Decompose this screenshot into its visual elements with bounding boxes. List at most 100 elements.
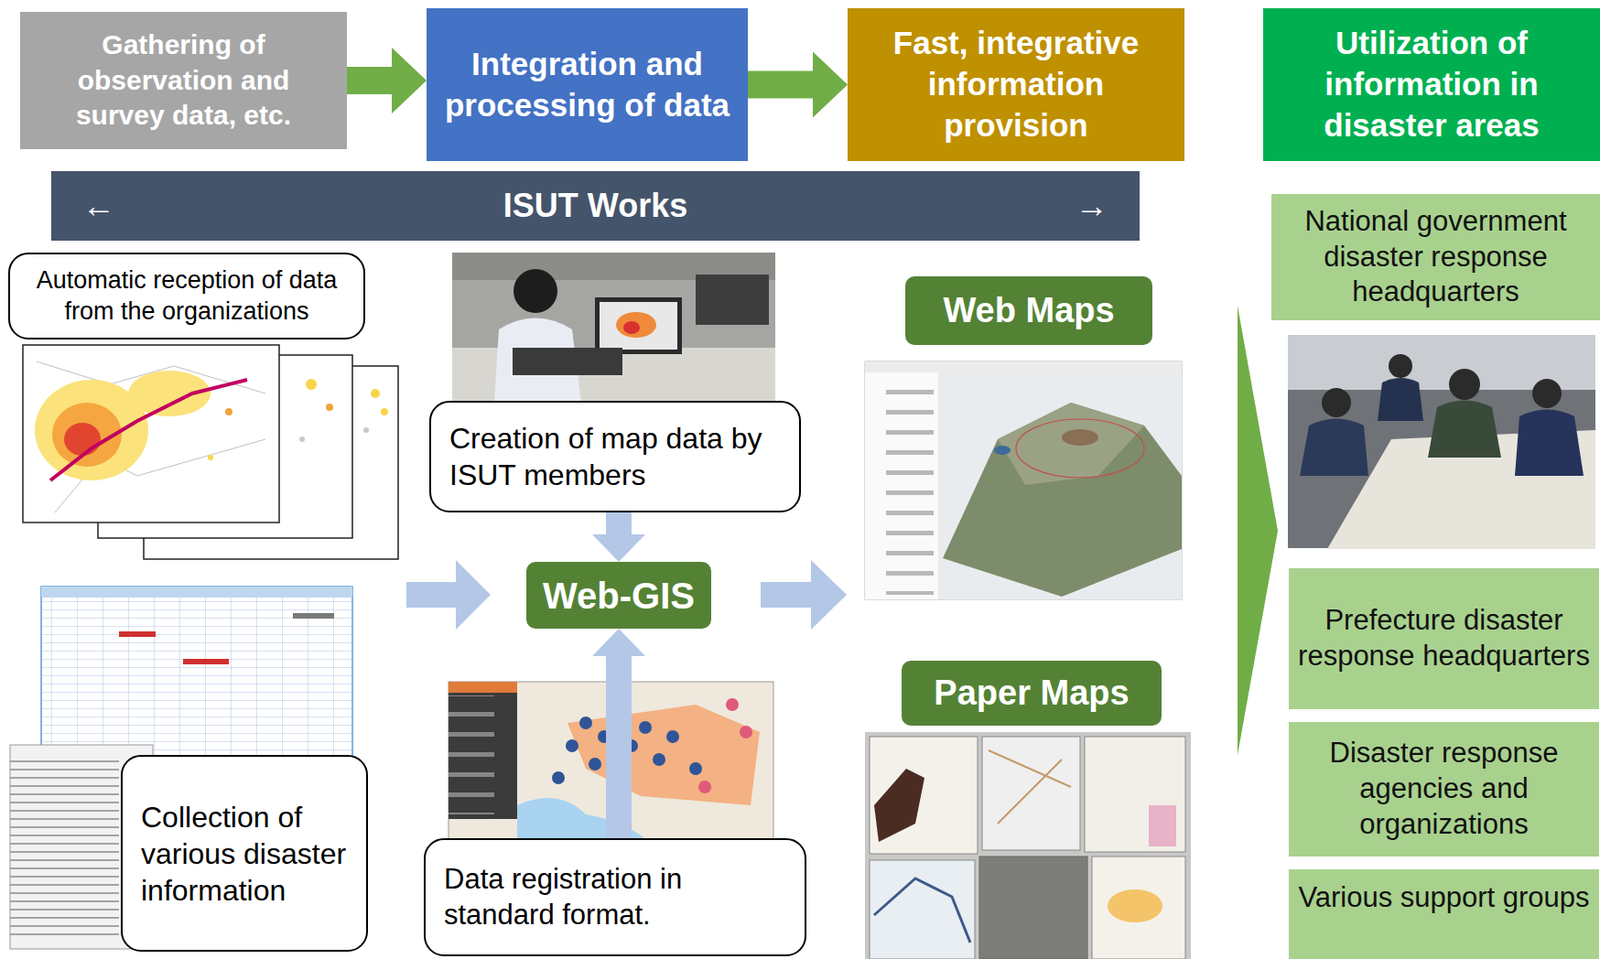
person-body: [1377, 378, 1424, 422]
workflow-band: ← ISUT Works →: [51, 171, 1140, 241]
paper-map: [869, 860, 975, 959]
node-text: Web Maps: [914, 290, 1144, 333]
person-head: [513, 269, 558, 314]
person-body: [1427, 400, 1502, 459]
stage-box: Utilization of information in disaster a…: [1263, 8, 1600, 162]
user-box: Disaster response agencies and organizat…: [1288, 722, 1600, 857]
map-fault-line: [50, 379, 248, 481]
flow-arrow: [592, 512, 646, 563]
person-head: [1388, 354, 1413, 379]
user-box: Various support groups: [1288, 869, 1600, 959]
map-legend-patch: [1148, 805, 1177, 847]
flow-arrow: [747, 52, 848, 119]
output-tag: Paper Maps: [901, 660, 1162, 726]
map-dot: [380, 408, 389, 416]
node-text: Data registration in standard format.: [443, 862, 787, 934]
callout-box: Collection of various disaster informati…: [120, 755, 368, 952]
hazard-area: [567, 704, 760, 806]
node-text: National government disaster response he…: [1280, 204, 1591, 311]
alert-marker: [698, 780, 712, 794]
delivery-arrow: [1237, 305, 1278, 756]
sidebar-header: [448, 681, 518, 693]
sidebar-menu: [448, 695, 518, 815]
output-tag: Web Maps: [905, 276, 1153, 346]
map-dot: [325, 403, 334, 411]
paper-map: [982, 736, 1081, 851]
node-text: Prefecture disaster response headquarter…: [1297, 603, 1590, 675]
map-dot: [305, 378, 317, 390]
map-dot: [363, 427, 369, 433]
point-marker: [588, 757, 602, 771]
spreadsheet-header: [41, 586, 353, 598]
wall-photo: [864, 732, 1191, 959]
person-head: [1321, 388, 1352, 418]
node-text: Automatic reception of data from the org…: [28, 265, 346, 328]
layer-items: [864, 375, 939, 595]
alert-marker: [739, 725, 753, 739]
map-road: [988, 750, 1071, 824]
stage-box: Gathering of observation and survey data…: [20, 11, 347, 150]
monitor: [695, 274, 769, 325]
office-photo: [452, 252, 776, 403]
callout-box: Creation of map data by ISUT members: [429, 400, 801, 513]
title-bar: [864, 361, 1182, 373]
spreadsheet-cell: [118, 631, 156, 638]
terrain: [942, 402, 1182, 597]
point-marker: [666, 730, 680, 744]
map-dot: [207, 454, 214, 461]
point-marker: [689, 762, 703, 776]
alert-ring: [1016, 419, 1145, 478]
flow-arrow: [760, 560, 847, 630]
paper-map: [869, 736, 978, 855]
stage-box: Fast, integrative information provision: [847, 8, 1185, 162]
stage-box: Integration and processing of data: [426, 8, 748, 162]
node-text: Collection of various disaster informati…: [140, 799, 348, 909]
sidebar: [448, 681, 518, 820]
callout-box: Data registration in standard format.: [423, 838, 807, 957]
node-text: Gathering of observation and survey data…: [31, 27, 336, 133]
map-heat: [64, 422, 101, 456]
map-blot: [874, 768, 925, 843]
alert-markers: [698, 698, 753, 794]
callout-box: Automatic reception of data from the org…: [8, 252, 366, 340]
map-dot: [225, 408, 233, 416]
node-text: Integration and processing of data: [437, 43, 737, 127]
node-text: Utilization of information in disaster a…: [1274, 22, 1590, 146]
meeting-photo: [1287, 335, 1596, 549]
map-blot: [1107, 889, 1163, 923]
flow-arrow: [346, 47, 427, 114]
aerial-photo: [979, 856, 1088, 959]
band-arrow-glyph: ←: [82, 185, 116, 226]
person-body: [1299, 419, 1369, 477]
user-box: National government disaster response he…: [1271, 194, 1600, 321]
point-marker: [565, 739, 579, 753]
flow-arrow: [406, 560, 491, 630]
node-text: Creation of map data by ISUT members: [449, 420, 781, 494]
hub-box: Web-GIS: [526, 562, 712, 629]
map-dot: [370, 389, 380, 399]
alert-marker: [725, 698, 739, 712]
point-marker: [652, 753, 666, 767]
point-marker: [638, 721, 652, 735]
layer-list: [864, 372, 939, 600]
screen-map: [616, 312, 657, 338]
point-marker: [551, 771, 565, 785]
node-text: Disaster response agencies and organizat…: [1297, 735, 1590, 843]
node-text: Paper Maps: [910, 672, 1153, 715]
paper-map: [1091, 856, 1186, 959]
node-text: Fast, integrative information provision: [858, 22, 1174, 146]
spreadsheet-cell: [183, 659, 229, 665]
person-head: [1448, 368, 1481, 400]
lake: [994, 445, 1011, 455]
web-map-screenshot: [864, 361, 1182, 600]
laptop-screen: [594, 297, 682, 355]
node-text: ISUT Works: [503, 185, 688, 226]
person-body: [1514, 410, 1584, 477]
node-text: Web-GIS: [535, 573, 703, 618]
band-arrow-glyph: →: [1075, 185, 1109, 226]
laptop-display: [599, 302, 678, 350]
map-sheet: [22, 345, 280, 523]
map-coast: [874, 878, 971, 943]
screen-map: [623, 321, 640, 335]
